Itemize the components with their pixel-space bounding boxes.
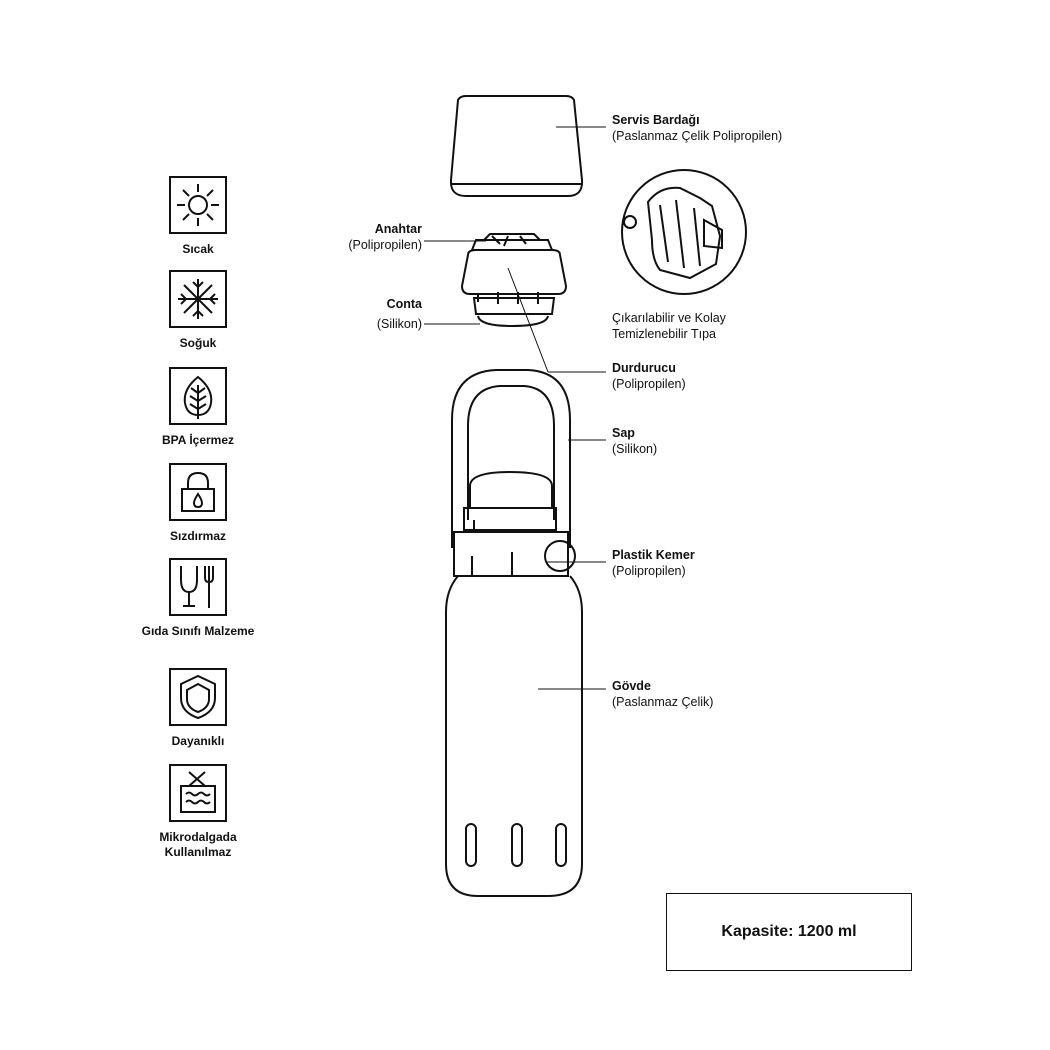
glass-fork-icon <box>169 558 227 616</box>
callout-title: Plastik Kemer <box>612 548 695 562</box>
leader-lines <box>424 126 606 690</box>
callout-detail: Çıkarılabilir ve Kolay Temizlenebilir Tı… <box>612 310 726 342</box>
callout-line2: Temizlenebilir Tıpa <box>612 327 716 341</box>
feature-label: Dayanıklı <box>171 734 225 748</box>
feature-label-line2: Kullanılmaz <box>164 845 232 859</box>
callout-material: (Polipropilen) <box>348 238 422 252</box>
callout-title: Sap <box>612 426 635 440</box>
feature-label: Gıda Sınıfı Malzeme <box>141 624 255 638</box>
shield-icon <box>169 668 227 726</box>
bottle-body <box>445 575 583 897</box>
feature-label: BPA İçermez <box>161 433 235 447</box>
callout-title: Anahtar <box>374 222 422 236</box>
callout-stopper: Durdurucu (Polipropilen) <box>612 360 686 392</box>
serving-cup <box>449 95 584 197</box>
callout-material: (Polipropilen) <box>612 564 686 578</box>
feature-durable: Dayanıklı <box>118 668 278 749</box>
feature-label: Sıcak <box>182 242 214 256</box>
bottle-neck <box>463 470 557 531</box>
callout-title: Conta <box>386 297 422 311</box>
snowflake-icon <box>169 270 227 328</box>
feature-not-microwavable: Mikrodalgada Kullanılmaz <box>118 764 278 860</box>
silicone-handle <box>451 369 571 548</box>
feature-label: Soğuk <box>179 336 217 350</box>
feature-label: Sızdırmaz <box>169 529 226 543</box>
callout-handle: Sap (Silikon) <box>612 425 657 457</box>
lock-drop-icon <box>169 463 227 521</box>
no-microwave-icon <box>169 764 227 822</box>
feature-food-grade: Gıda Sınıfı Malzeme <box>118 558 278 639</box>
callout-title: Durdurucu <box>612 361 676 375</box>
stopper-detail-circle <box>621 169 747 295</box>
feature-cold: Soğuk <box>118 270 278 351</box>
stopper-cap <box>460 233 568 328</box>
callout-material: (Paslanmaz Çelik Polipropilen) <box>612 129 783 143</box>
callout-line1: Çıkarılabilir ve Kolay <box>612 311 726 325</box>
callout-serving-cup: Servis Bardağı (Paslanmaz Çelik Poliprop… <box>612 112 782 144</box>
callout-gasket: Conta (Silikon) <box>300 296 422 332</box>
callout-material: (Silikon) <box>376 317 422 331</box>
callout-material: (Silikon) <box>612 442 658 456</box>
feature-bpa-free: BPA İçermez <box>118 367 278 448</box>
feature-leakproof: Sızdırmaz <box>118 463 278 544</box>
plastic-belt <box>453 531 576 577</box>
callout-title: Gövde <box>612 679 651 693</box>
callout-material: (Paslanmaz Çelik) <box>612 695 714 709</box>
capacity-box: Kapasite: 1200 ml <box>666 893 912 971</box>
feature-hot: Sıcak <box>118 176 278 257</box>
callout-body: Gövde (Paslanmaz Çelik) <box>612 678 713 710</box>
callout-key: Anahtar (Polipropilen) <box>300 221 422 253</box>
leaf-icon <box>169 367 227 425</box>
feature-label-line1: Mikrodalgada <box>159 830 237 844</box>
callout-title: Servis Bardağı <box>612 113 700 127</box>
callout-material: (Polipropilen) <box>612 377 686 391</box>
callout-belt: Plastik Kemer (Polipropilen) <box>612 547 695 579</box>
sun-icon <box>169 176 227 234</box>
